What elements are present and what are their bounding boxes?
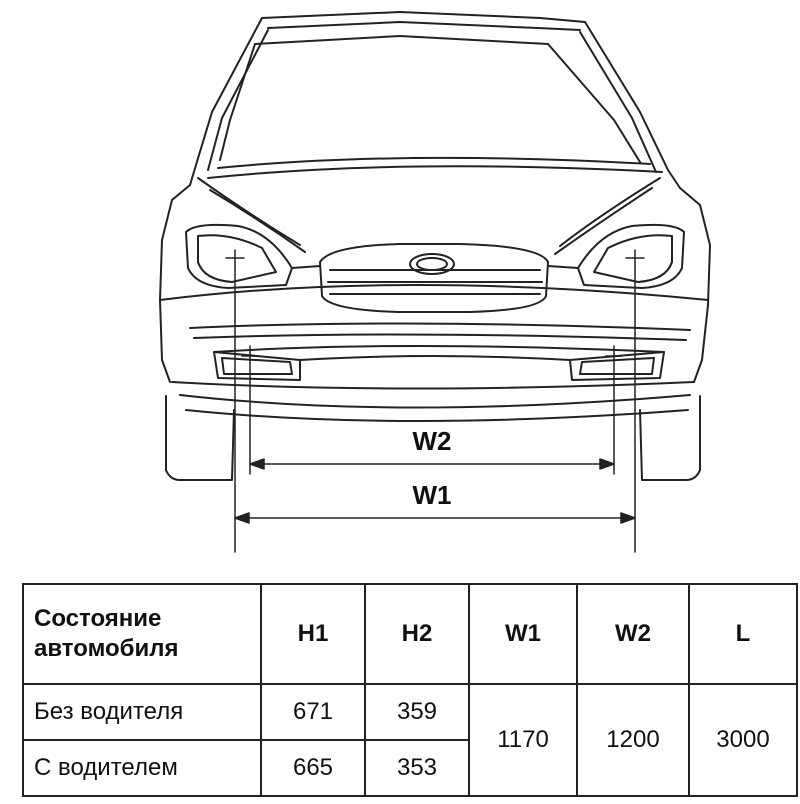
- grille: [291, 243, 579, 313]
- cell-h1: 671: [260, 683, 366, 741]
- right-wheel: [639, 395, 701, 481]
- left-headlight: [185, 223, 293, 289]
- hood: [197, 177, 661, 255]
- table-header-row: Состояние автомобиля H1 H2 W1 W2 L: [22, 583, 798, 685]
- left-wheel: [165, 395, 235, 481]
- dimension-guides: [234, 249, 636, 553]
- car-front-diagram: W2 W1: [159, 11, 711, 553]
- right-headlight: [577, 223, 685, 289]
- header-condition: Состояние автомобиля: [22, 583, 262, 685]
- logo-icon: [409, 253, 455, 275]
- table-row: Без водителя 671 359 1170 1200 3000: [22, 683, 798, 797]
- w2-dimension-line: [249, 458, 615, 470]
- header-h1: H1: [260, 583, 366, 685]
- header-h2: H2: [364, 583, 470, 685]
- center-marks: [225, 257, 645, 357]
- right-foglight: [579, 357, 655, 375]
- row-condition: Без водителя: [22, 683, 262, 741]
- table-row: С водителем 665 353: [22, 739, 797, 797]
- cell-w2: 1200: [576, 683, 690, 797]
- windshield: [189, 11, 681, 189]
- w1-dimension-line: [234, 512, 636, 524]
- header-w1: W1: [468, 583, 578, 685]
- bumper: [189, 322, 691, 381]
- w2-label: W2: [413, 426, 452, 456]
- cell-l: 3000: [688, 683, 798, 797]
- cell-h1: 665: [260, 739, 366, 797]
- cell-w1: 1170: [468, 683, 578, 797]
- left-foglight: [221, 357, 293, 375]
- header-l: L: [688, 583, 798, 685]
- header-w2: W2: [576, 583, 690, 685]
- spec-table: Состояние автомобиля H1 H2 W1 W2 L Без в…: [22, 583, 798, 797]
- w1-label: W1: [413, 480, 452, 510]
- cell-h2: 359: [364, 683, 470, 741]
- body-outline: [159, 184, 711, 422]
- row-condition: С водителем: [22, 739, 262, 797]
- cell-h2: 353: [364, 739, 470, 797]
